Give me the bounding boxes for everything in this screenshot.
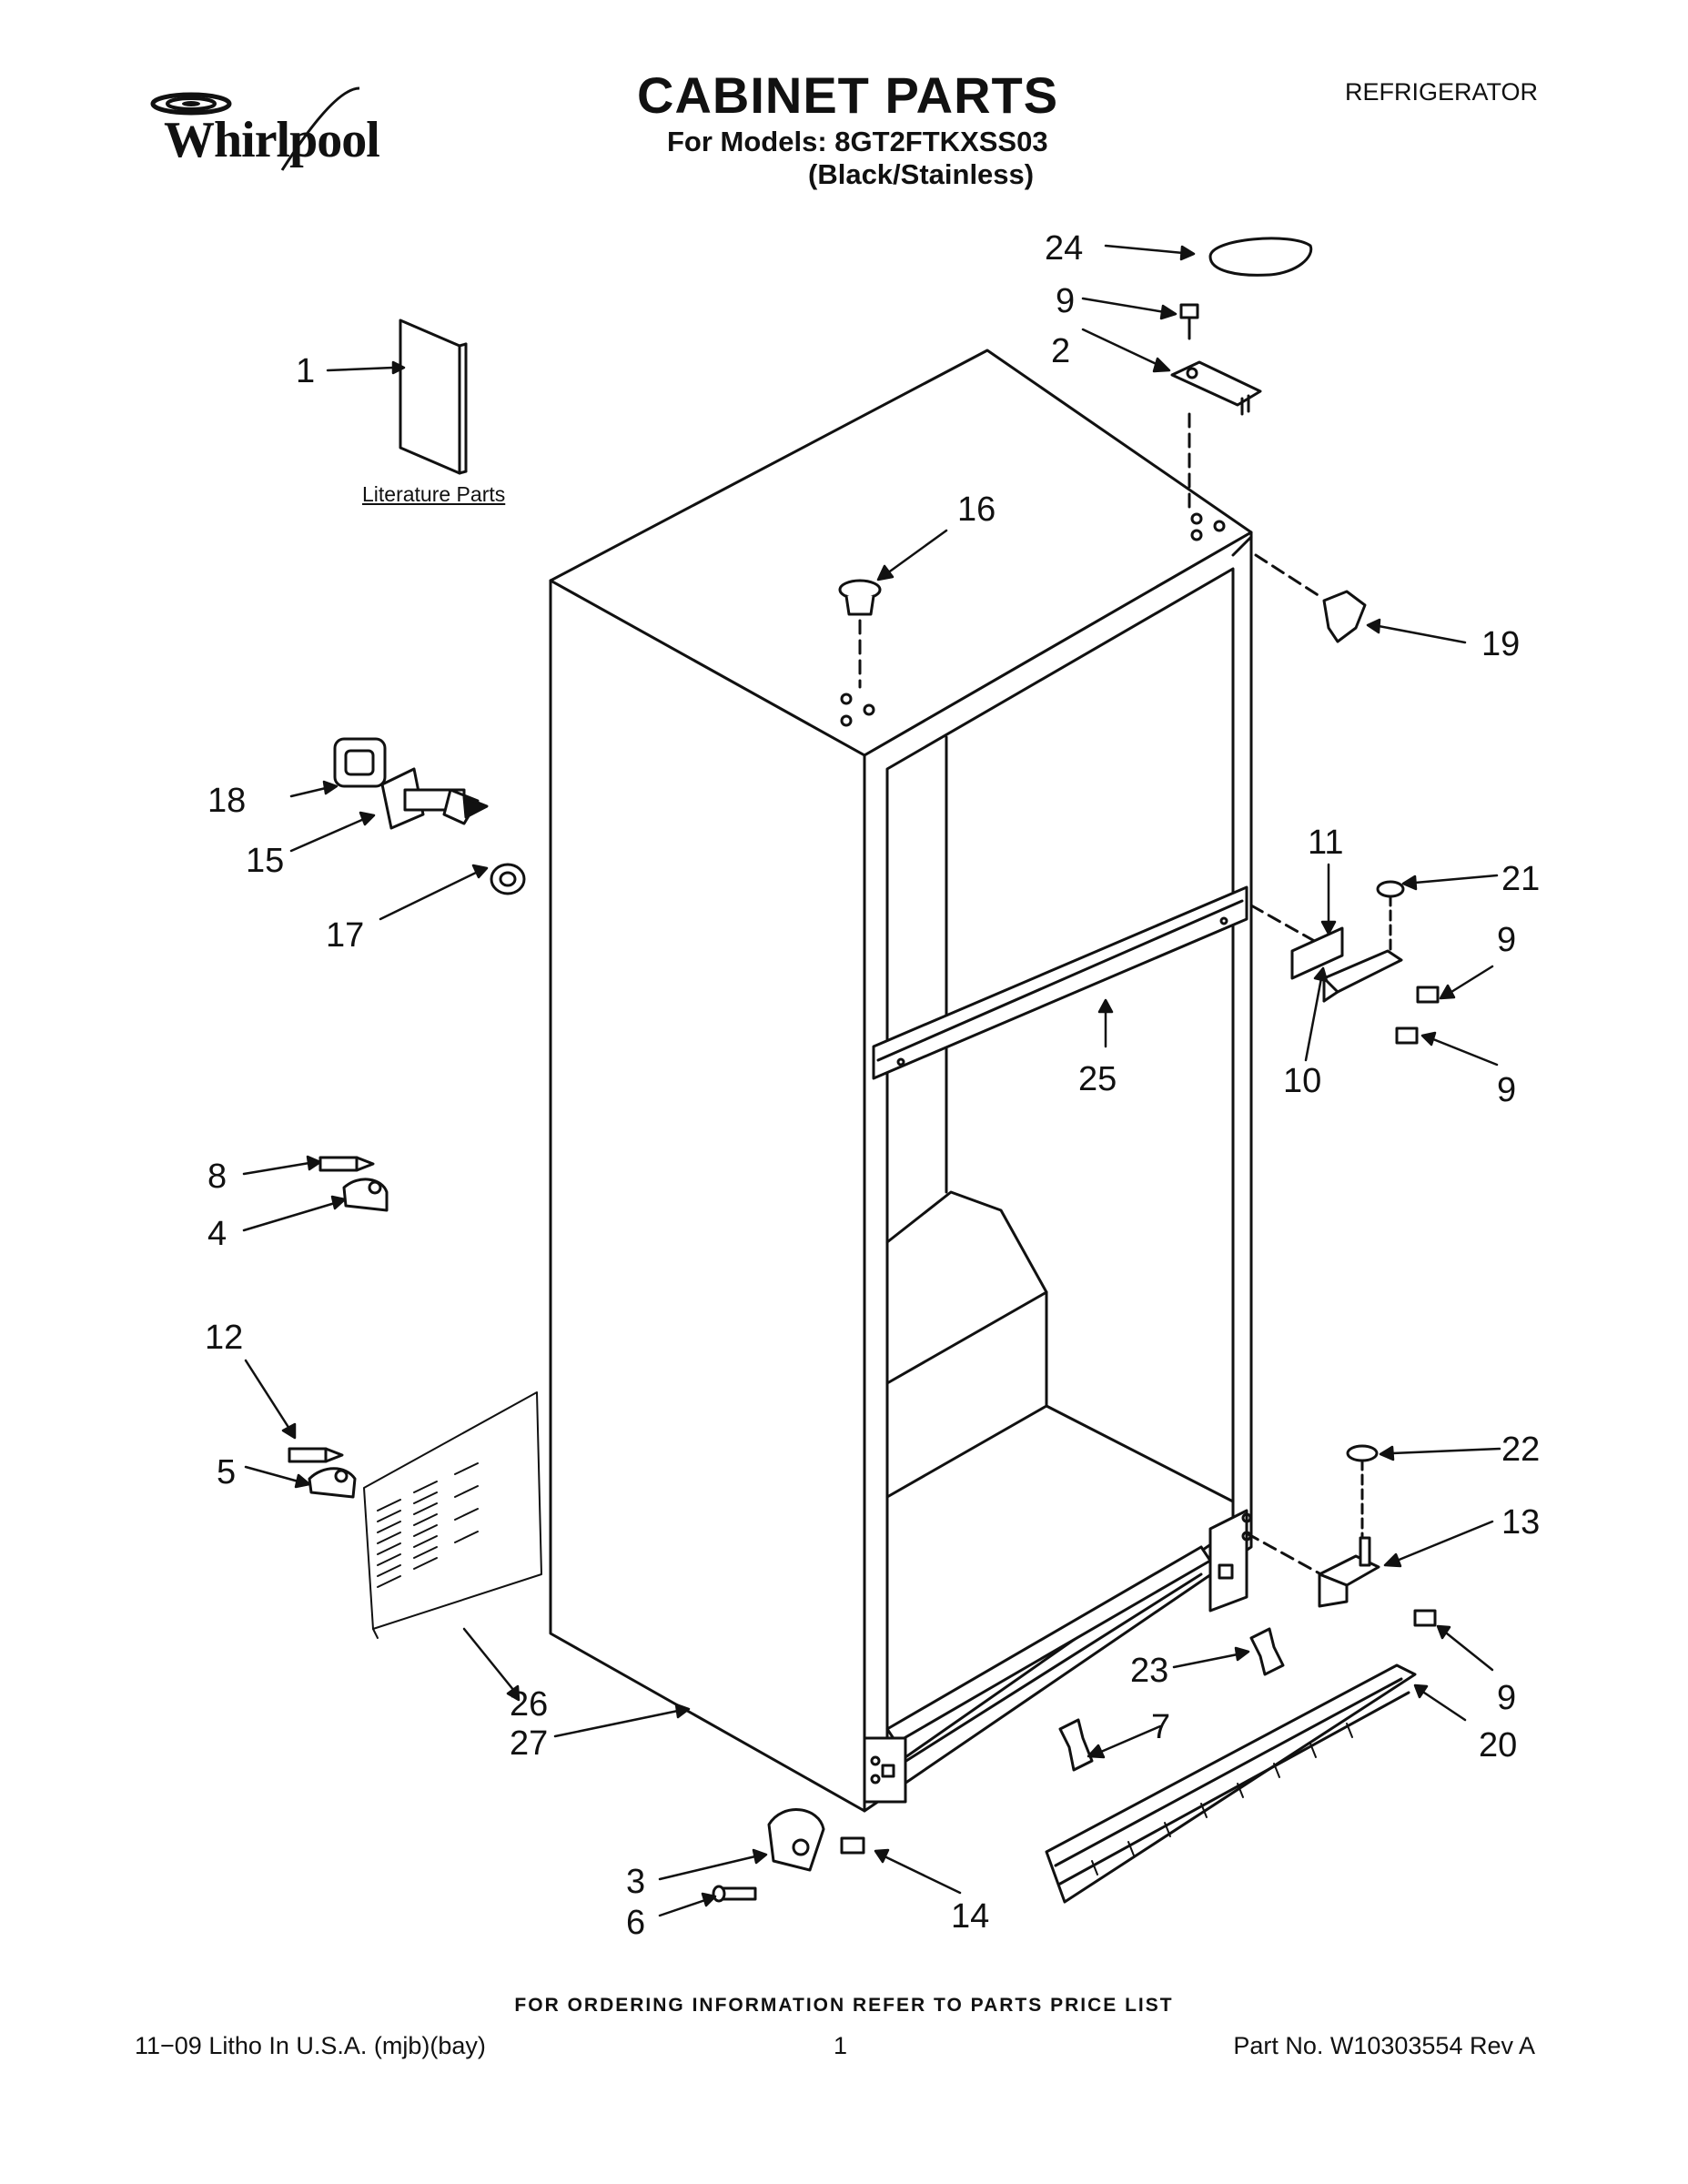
callout-numbers: 1 2 9 24 16 19 18 15 17 11 21 9 10 9 25 … — [205, 229, 1540, 1942]
literature-parts-label: Literature Parts — [362, 482, 506, 506]
callout-5: 5 — [217, 1453, 236, 1491]
page-title: CABINET PARTS — [637, 66, 1059, 124]
middle-hinge-drawing — [1249, 880, 1440, 1045]
callout-12: 12 — [205, 1319, 243, 1357]
callout-2: 2 — [1051, 332, 1070, 370]
callout-8: 8 — [207, 1158, 227, 1196]
callout-18: 18 — [207, 782, 246, 820]
clamps-drawing — [288, 1156, 389, 1499]
lower-hinge-drawing — [1245, 1444, 1437, 1627]
callout-9-mid-upper: 9 — [1497, 921, 1516, 959]
print-info: 11−09 Litho In U.S.A. (mjb)(bay) — [135, 2032, 486, 2059]
callout-17: 17 — [326, 916, 364, 955]
callout-25: 25 — [1078, 1060, 1117, 1098]
callout-16: 16 — [957, 490, 996, 529]
part-19-drawing — [1254, 553, 1367, 643]
callout-15: 15 — [246, 842, 284, 880]
category-label: REFRIGERATOR — [1345, 78, 1539, 106]
part-number: Part No. W10303554 Rev A — [1233, 2032, 1535, 2059]
callout-9-mid-lower: 9 — [1497, 1071, 1516, 1109]
swirl-icon — [150, 86, 360, 171]
callout-20: 20 — [1479, 1726, 1517, 1764]
callout-3: 3 — [626, 1863, 645, 1901]
top-hinge-drawing — [1170, 237, 1313, 511]
callout-11: 11 — [1308, 824, 1343, 862]
literature-parts-drawing — [399, 318, 468, 475]
callout-6: 6 — [626, 1904, 645, 1942]
leader-lines — [242, 244, 1501, 1917]
callout-23: 23 — [1130, 1652, 1168, 1690]
callout-26: 26 — [510, 1685, 548, 1724]
callout-4: 4 — [207, 1215, 227, 1253]
callout-22: 22 — [1501, 1431, 1540, 1469]
callout-7: 7 — [1151, 1708, 1170, 1746]
callout-14: 14 — [951, 1897, 989, 1936]
callout-19: 19 — [1481, 625, 1520, 663]
color-line: (Black/Stainless) — [808, 158, 1035, 190]
callout-27: 27 — [510, 1724, 548, 1763]
callout-1: 1 — [296, 352, 315, 390]
callout-10: 10 — [1283, 1062, 1321, 1100]
callout-24: 24 — [1045, 229, 1083, 268]
cabinet-drawing — [549, 349, 1253, 1813]
callout-13: 13 — [1501, 1503, 1540, 1542]
callout-9-bottom: 9 — [1497, 1679, 1516, 1717]
models-line: For Models: 8GT2FTKXSS03 — [667, 126, 1048, 157]
leveling-parts-drawing — [712, 1808, 865, 1903]
ordering-info: FOR ORDERING INFORMATION REFER TO PARTS … — [514, 1995, 1174, 2016]
plug-drawing — [838, 579, 882, 689]
page-number: 1 — [834, 2032, 848, 2059]
callout-21: 21 — [1501, 860, 1540, 898]
handle-mount-drawing — [333, 737, 526, 895]
callout-9-top: 9 — [1056, 282, 1075, 320]
toe-grille-drawing — [1045, 1663, 1417, 1904]
rear-panel-drawing — [363, 1391, 542, 1639]
clips-drawing — [1058, 1627, 1285, 1772]
brand-wordmark: Whirlpool — [164, 112, 380, 168]
whirlpool-logo: Whirlpool — [146, 84, 409, 184]
